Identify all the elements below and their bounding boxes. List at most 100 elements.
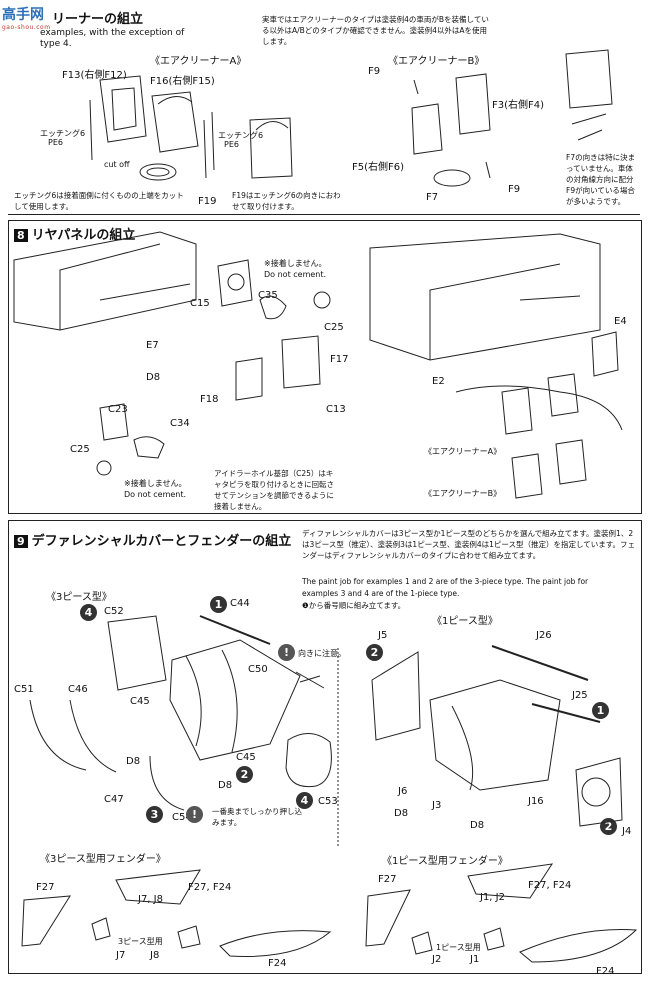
step7-title: リーナーの組立 [52,12,144,27]
label-E4: E4 [614,316,627,327]
label-J3: J3 [432,800,442,811]
note-f7: F7の向きは特に決まっていません。車体の対角線方向に配分F9が向いている場合が多… [566,153,636,206]
label-F18: F18 [200,394,219,405]
air-cleaner-a-drawing [89,75,293,181]
diff-cover-1piece-drawing [371,645,623,827]
note-etch: エッチング6は接着面側に付くものの上端をカットして使用します。 [14,191,184,211]
label-F9b: F9 [508,184,521,195]
label-F16: F16(右側F15) [150,76,215,87]
label-J6: J6 [398,786,408,797]
rear-panel-hull-right-drawing [369,233,623,499]
label-group-a: 《エアクリーナーA》 [150,56,247,67]
order-badge-1b: 1 [592,702,609,719]
step9-frame [8,520,642,974]
label-F19: F19 [198,196,217,207]
press-warning-icon: ! [186,806,203,823]
label-D8d: D8 [470,820,485,831]
donot-cement-jp-2: ※接着しません。 [124,479,187,488]
order-badge-4a: 4 [80,604,97,621]
label-F13: F13(右側F12) [62,70,127,81]
donot-cement-en-2: Do not cement. [124,490,187,499]
label-group-b: 《エアクリーナーB》 [388,56,485,67]
label-pe2: PE6 [224,140,239,149]
label-F17: F17 [330,354,349,365]
step8-number: 8 [14,229,28,242]
label-C46: C46 [68,684,88,695]
label-C13: C13 [326,404,346,415]
label-J1: J1 [470,954,480,965]
label-D8: D8 [146,372,161,383]
air-cleaner-b-drawing [411,49,613,187]
step9-title-text: デファレンシャルカバーとフェンダーの組立 [31,534,292,549]
label-F7: F7 [426,192,439,203]
order-badge-2b: 2 [366,644,383,661]
label-type1: 《1ピース型》 [432,616,498,627]
label-fender3-title: 《3ピース型用フェンダー》 [40,854,166,865]
label-J16: J16 [528,796,544,807]
label-cleaner-a: 《エアクリーナーA》 [424,447,502,456]
label-C35: C35 [258,290,278,301]
label-pe1: PE6 [48,138,63,147]
order-badge-3a: 3 [146,806,163,823]
label-C15: C15 [190,298,210,309]
watermark-url: gao-shou.com [2,24,51,31]
rear-panel-hull-left-drawing [13,231,331,476]
label-J25: J25 [572,690,588,701]
fenders-drawing [21,863,638,963]
step7-frame [8,6,640,215]
label-J26: J26 [536,630,552,641]
label-F27F24a: F27, F24 [188,882,232,893]
label-D8a: D8 [126,756,141,767]
step8-title-text: リヤパネルの組立 [31,228,136,243]
label-cutoff: cut off [104,160,130,169]
label-C34: C34 [170,418,190,429]
label-D8b: D8 [218,780,233,791]
label-C51: C51 [14,684,34,695]
note-f19: F19はエッチング6の向きにおわせて取り付けます。 [232,191,341,211]
label-F5: F5(右側F6) [352,162,405,173]
label-C45b: C45 [236,752,256,763]
label-C54: C54 [172,812,192,823]
step9-number: 9 [14,535,28,548]
label-F24a: F24 [268,958,287,969]
label-type1use: 1ピース型用 [436,943,481,952]
label-C45a: C45 [130,696,150,707]
orient-note: 向きに注意。 [298,649,346,658]
label-etch1: エッチング6 [40,129,86,138]
label-J5: J5 [378,630,388,641]
press-note: 一番奥までしっかり押し込みます。 [212,807,302,827]
label-F27b: F27 [378,874,397,885]
order-badge-1a: 1 [210,596,227,613]
label-F27F24b: F27, F24 [528,880,572,891]
label-D8c: D8 [394,808,409,819]
label-J8: J8 [150,950,160,961]
label-C52: C52 [104,606,124,617]
label-J1J2: J1, J2 [480,892,505,903]
label-type3use: 3ピース型用 [118,937,163,946]
order-badge-2a: 2 [236,766,253,783]
label-F9a: F9 [368,66,381,77]
step9-note-jp: ディファレンシャルカバーは3ピース型か1ピース型のどちらかを選んで組み立てます。… [302,529,636,560]
label-F27a: F27 [36,882,55,893]
donot-cement-en-1: Do not cement. [264,270,327,279]
label-C44: C44 [230,598,250,609]
label-C47: C47 [104,794,124,805]
label-C25a: C25 [324,322,344,333]
step8-frame [8,220,642,514]
label-cleaner-b: 《エアクリーナーB》 [424,489,502,498]
label-etch2: エッチング6 [218,131,264,140]
idler-note: アイドラーホイル基部（C25）はキャタピラを取り付けるときに回転させてテンション… [214,469,334,511]
donot-cement-jp-1: ※接着しません。 [264,259,327,268]
order-badge-4b: 4 [296,792,313,809]
watermark-logo: 高手网 [2,7,44,23]
label-E7: E7 [146,340,159,351]
label-C50: C50 [248,664,268,675]
label-F24b: F24 [596,966,615,977]
label-J7J8: J7, J8 [138,894,163,905]
step9-note-en-1: The paint job for examples 1 and 2 are o… [302,577,589,586]
step7-note: 実車ではエアクリーナーのタイプは塗装例4の車両がBを装備している以外はA/Bどの… [262,15,489,46]
diff-cover-3piece-drawing [29,615,332,811]
